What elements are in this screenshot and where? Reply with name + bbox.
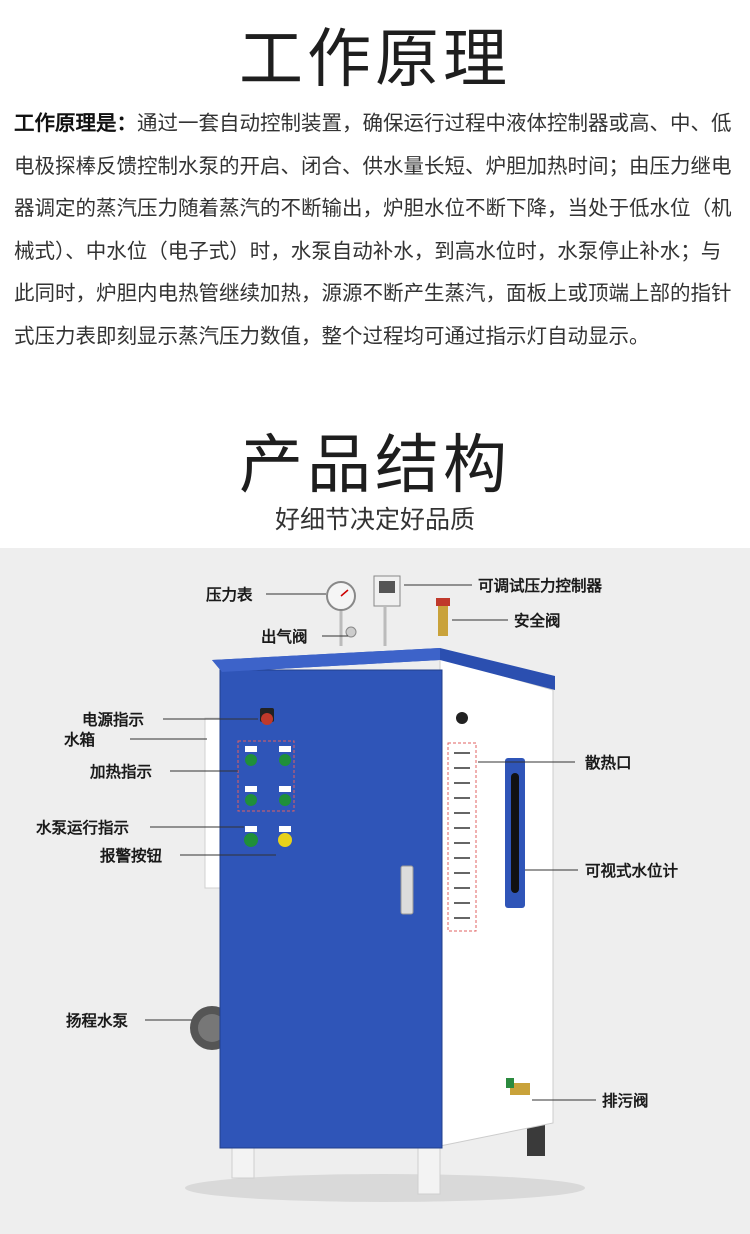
product-structure-diagram: 压力表 出气阀 可调试压力控制器 安全阀 电源指示 水箱 加热指示 水泵运行指示… xyxy=(0,548,750,1234)
label-safety-valve: 安全阀 xyxy=(514,611,561,630)
alarm-button[interactable] xyxy=(278,833,292,847)
label-pump-indicator: 水泵运行指示 xyxy=(36,818,129,837)
heating-indicator-lights xyxy=(245,746,291,806)
label-alarm-button: 报警按钮 xyxy=(100,846,163,865)
side-hole xyxy=(456,712,468,724)
callout-lines xyxy=(130,584,596,1101)
power-indicator-light xyxy=(261,713,273,725)
label-drain-valve: 排污阀 xyxy=(602,1091,649,1110)
heat-vent-slots xyxy=(454,752,470,919)
floor-shadow xyxy=(185,1174,585,1202)
pump-running-light xyxy=(244,833,258,847)
heat-vent-box xyxy=(447,742,477,932)
label-heating-indicator: 加热指示 xyxy=(89,762,152,781)
section-subtitle: 好细节决定好品质 xyxy=(274,505,475,534)
label-water-tank: 水箱 xyxy=(64,730,95,749)
principle-paragraph: 工作原理是：通过一套自动控制装置，确保运行过程中液体控制器或高、中、低电极探棒反… xyxy=(14,102,740,357)
label-heat-vent: 散热口 xyxy=(585,753,632,772)
section-title-principle: 工作原理 xyxy=(239,23,511,97)
door-latch xyxy=(400,865,414,915)
steam-outlet-valve xyxy=(345,626,357,638)
heating-indicator-box xyxy=(237,740,295,812)
label-water-level-gauge: 可视式水位计 xyxy=(585,861,679,880)
principle-body: 通过一套自动控制装置，确保运行过程中液体控制器或高、中、低电极探棒反馈控制水泵的… xyxy=(14,111,732,348)
safety-valve xyxy=(438,600,448,636)
drain-valve xyxy=(510,1083,530,1095)
label-steam-outlet: 出气阀 xyxy=(261,627,308,646)
principle-lead: 工作原理是： xyxy=(14,111,137,135)
boiler-illustration: 压力表 出气阀 可调试压力控制器 安全阀 电源指示 水箱 加热指示 水泵运行指示… xyxy=(36,575,679,1202)
section-title-structure: 产品结构 xyxy=(239,429,511,503)
side-panel xyxy=(439,657,554,1147)
label-lift-pump: 扬程水泵 xyxy=(66,1011,129,1030)
label-pressure-controller: 可调试压力控制器 xyxy=(478,576,603,595)
label-pressure-gauge: 压力表 xyxy=(206,585,253,604)
label-power-indicator: 电源指示 xyxy=(82,710,144,729)
